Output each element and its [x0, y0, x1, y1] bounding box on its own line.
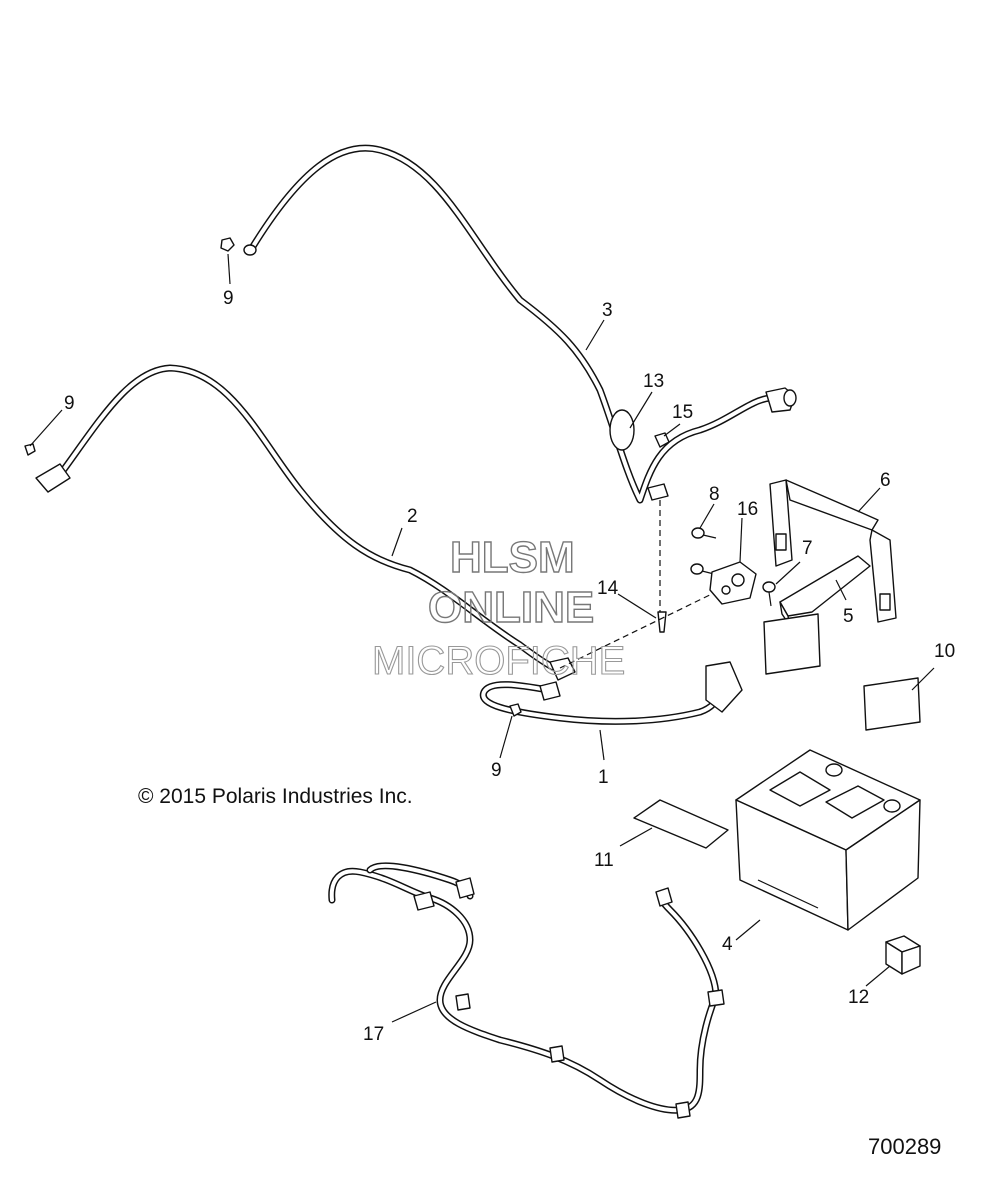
callout-5: 5: [843, 606, 854, 627]
callout-8: 8: [709, 484, 720, 505]
bolt-12: [657, 611, 667, 633]
solenoid-14: [709, 561, 757, 605]
cable-2: [35, 364, 576, 681]
callout-6: 6: [880, 470, 891, 491]
hold-down-strap-6: [769, 479, 897, 623]
decals: [633, 613, 921, 849]
callout-9: 9: [491, 760, 502, 781]
callout-3: 3: [602, 300, 613, 321]
callout-2: 2: [407, 506, 418, 527]
callout-11: 13: [643, 371, 664, 392]
figure-number: 700289: [868, 1134, 941, 1159]
callout-15: 11: [594, 850, 614, 871]
terminal-cap-16: [885, 935, 921, 975]
callout-9: 9: [223, 288, 234, 309]
watermark-line-3: MICROFICHE: [372, 639, 625, 683]
nut-9-top: [220, 237, 235, 252]
callout-7: 7: [802, 538, 813, 559]
callout-12: 14: [597, 578, 619, 599]
callout-9: 9: [64, 393, 75, 414]
callout-1: 1: [598, 767, 609, 788]
callouts: 9 9 9 2 3 13 15 8 16 6 7 5 14 10 1 11 4 …: [64, 288, 955, 1045]
leader-lines: [29, 253, 935, 1023]
watermark-line-1: HLSM: [450, 533, 575, 582]
callout-4: 4: [722, 934, 733, 955]
pad: [763, 613, 821, 675]
watermark: HLSM ONLINE MICROFICHE: [371, 532, 625, 683]
battery-4: [735, 749, 921, 931]
nut-9-bottom: [509, 703, 522, 717]
decal-15: [633, 799, 729, 849]
callout-16: 12: [848, 987, 869, 1008]
cable-3: [243, 144, 797, 504]
harness-17: [328, 862, 725, 1119]
callout-17: 17: [363, 1024, 384, 1045]
callout-10: 10: [934, 641, 955, 662]
nut-9-left: [24, 443, 36, 456]
bolt-7: [762, 581, 776, 607]
callout-13: 15: [672, 402, 693, 423]
callout-14: 16: [737, 499, 758, 520]
nut-13: [654, 432, 670, 448]
bracket-5: [779, 555, 871, 627]
watermark-line-2: ONLINE: [428, 583, 594, 632]
fasteners: [24, 237, 776, 717]
decal-10: [863, 677, 921, 731]
cable-1: [479, 661, 743, 725]
copyright-notice: © 2015 Polaris Industries Inc.: [138, 785, 413, 808]
bolt-8: [690, 527, 717, 575]
